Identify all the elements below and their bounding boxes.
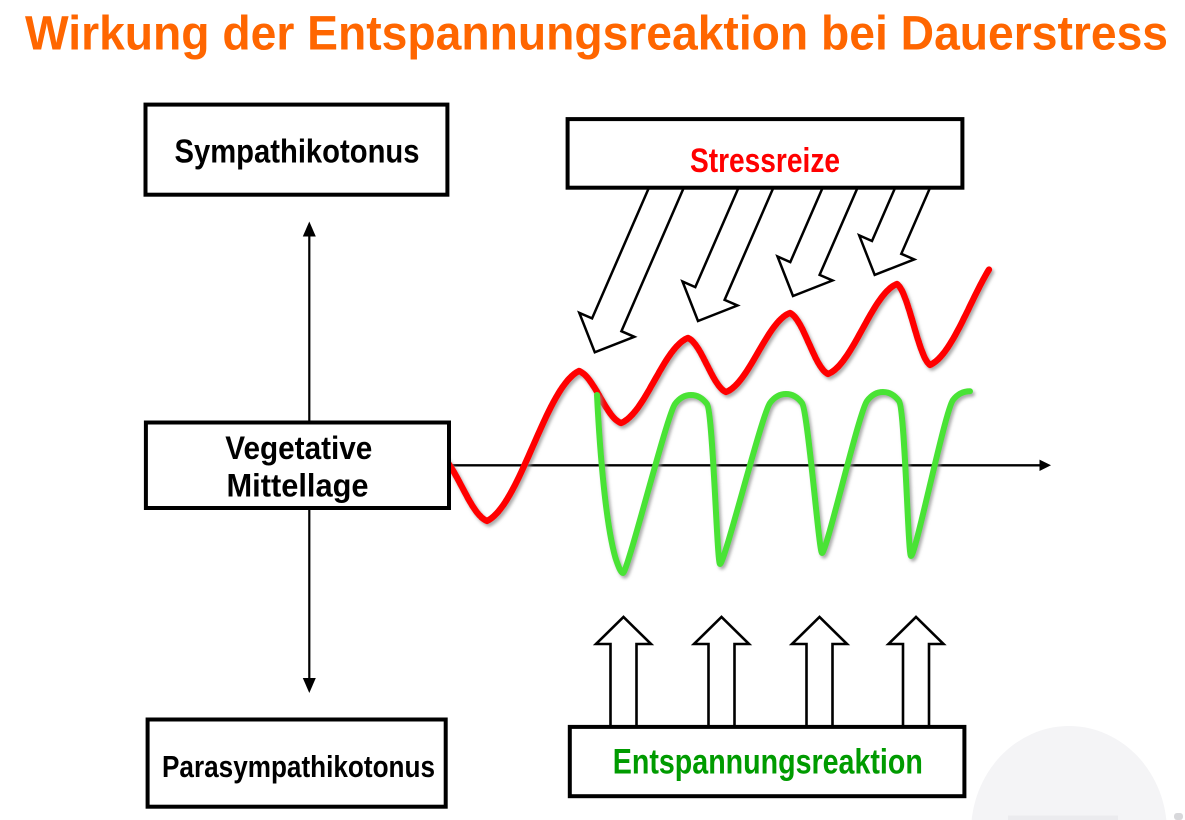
svg-text:Parasympathikotonus: Parasympathikotonus xyxy=(162,749,435,784)
svg-text:Sympathikotonus: Sympathikotonus xyxy=(175,133,420,170)
svg-text:Wirkung der Entspannungsreakti: Wirkung der Entspannungsreaktion bei Dau… xyxy=(25,7,1168,61)
svg-text:Vegetative: Vegetative xyxy=(225,430,372,466)
svg-text:Entspannungsreaktion: Entspannungsreaktion xyxy=(613,742,923,782)
svg-text:Stressreize: Stressreize xyxy=(690,142,840,180)
svg-text:Mittellage: Mittellage xyxy=(227,468,369,504)
